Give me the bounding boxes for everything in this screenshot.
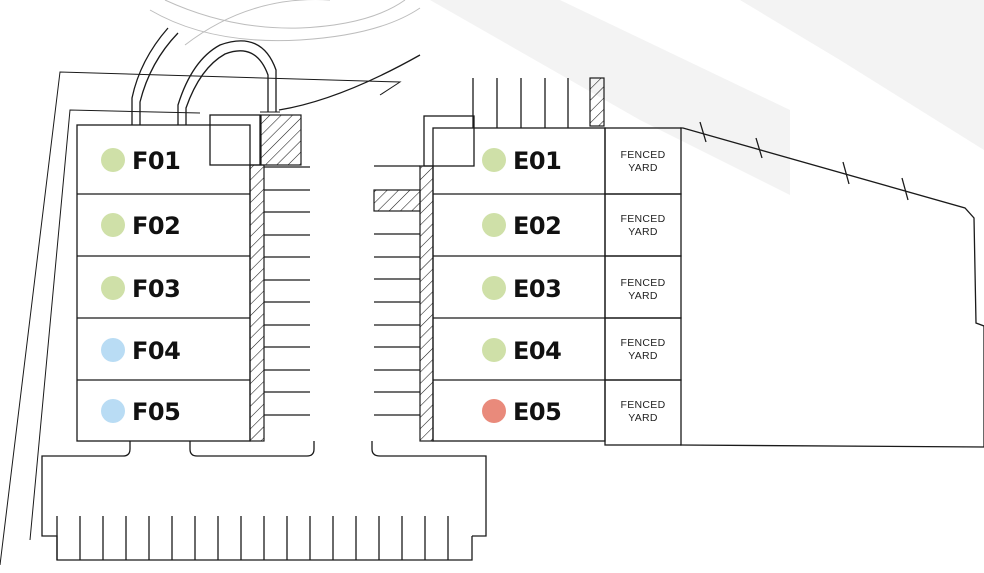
- svg-text:FENCED: FENCED: [621, 399, 666, 411]
- utility-box-f: [209, 114, 261, 166]
- road-curves: [149, 0, 421, 46]
- status-dot: [482, 148, 506, 172]
- fenced-yard-e02: FENCED YARD: [621, 213, 666, 238]
- parking-stalls-e: [374, 165, 420, 416]
- sidewalk-f: [249, 164, 265, 442]
- svg-text:FENCED: FENCED: [621, 149, 666, 161]
- utility-box-e: [423, 115, 475, 167]
- unit-f02[interactable]: F02: [101, 212, 181, 240]
- status-dot: [101, 338, 125, 362]
- unit-label: E05: [513, 398, 561, 426]
- unit-e04[interactable]: E04: [482, 337, 562, 365]
- unit-label: F05: [132, 398, 180, 426]
- fenced-yard-e03: FENCED YARD: [621, 277, 666, 302]
- unit-e03[interactable]: E03: [482, 275, 562, 303]
- fenced-yards: [604, 127, 682, 446]
- unit-label: E01: [513, 147, 561, 175]
- unit-e05[interactable]: E05: [482, 398, 562, 426]
- unit-f04[interactable]: F04: [101, 337, 181, 365]
- svg-text:YARD: YARD: [628, 350, 658, 362]
- unit-label: E04: [513, 337, 561, 365]
- sidewalk-e: [419, 165, 434, 442]
- status-dot: [101, 213, 125, 237]
- hatched-area-e-left: [373, 189, 421, 212]
- svg-text:YARD: YARD: [628, 226, 658, 238]
- unit-f03[interactable]: F03: [101, 275, 181, 303]
- status-dot: [482, 276, 506, 300]
- east-lot-outline: [679, 127, 984, 448]
- unit-e01[interactable]: E01: [482, 147, 562, 175]
- background-shade-band: [430, 0, 790, 195]
- property-boundary: [0, 71, 402, 566]
- fence-ticks: [699, 121, 909, 201]
- building-f: [76, 114, 302, 442]
- unit-e02[interactable]: E02: [482, 212, 562, 240]
- svg-text:FENCED: FENCED: [621, 213, 666, 225]
- unit-label: E02: [513, 212, 561, 240]
- parking-stalls-top: [472, 77, 605, 128]
- unit-label: F02: [132, 212, 180, 240]
- hatched-area-f-top: [260, 114, 302, 166]
- parking-lot-bottom: [41, 455, 473, 561]
- svg-text:YARD: YARD: [628, 412, 658, 424]
- parking-stalls-f: [264, 166, 310, 416]
- unit-f05[interactable]: F05: [101, 398, 181, 426]
- unit-label: F01: [132, 147, 180, 175]
- svg-text:YARD: YARD: [628, 162, 658, 174]
- svg-text:YARD: YARD: [628, 290, 658, 302]
- status-dot: [101, 399, 125, 423]
- status-dot: [101, 148, 125, 172]
- status-dot: [482, 399, 506, 423]
- building-e: [373, 115, 606, 442]
- unit-label: F03: [132, 275, 180, 303]
- fenced-yard-e04: FENCED YARD: [621, 337, 666, 362]
- fenced-yard-e01: FENCED YARD: [621, 149, 666, 174]
- curbs: [122, 441, 487, 537]
- fenced-yard-e05: FENCED YARD: [621, 399, 666, 424]
- driveway-lines: [131, 27, 421, 125]
- svg-text:FENCED: FENCED: [621, 337, 666, 349]
- status-dot: [101, 276, 125, 300]
- unit-label: E03: [513, 275, 561, 303]
- svg-text:FENCED: FENCED: [621, 277, 666, 289]
- unit-f01[interactable]: F01: [101, 147, 181, 175]
- status-dot: [482, 338, 506, 362]
- background-shade-band-2: [740, 0, 984, 150]
- status-dot: [482, 213, 506, 237]
- unit-label: F04: [132, 337, 180, 365]
